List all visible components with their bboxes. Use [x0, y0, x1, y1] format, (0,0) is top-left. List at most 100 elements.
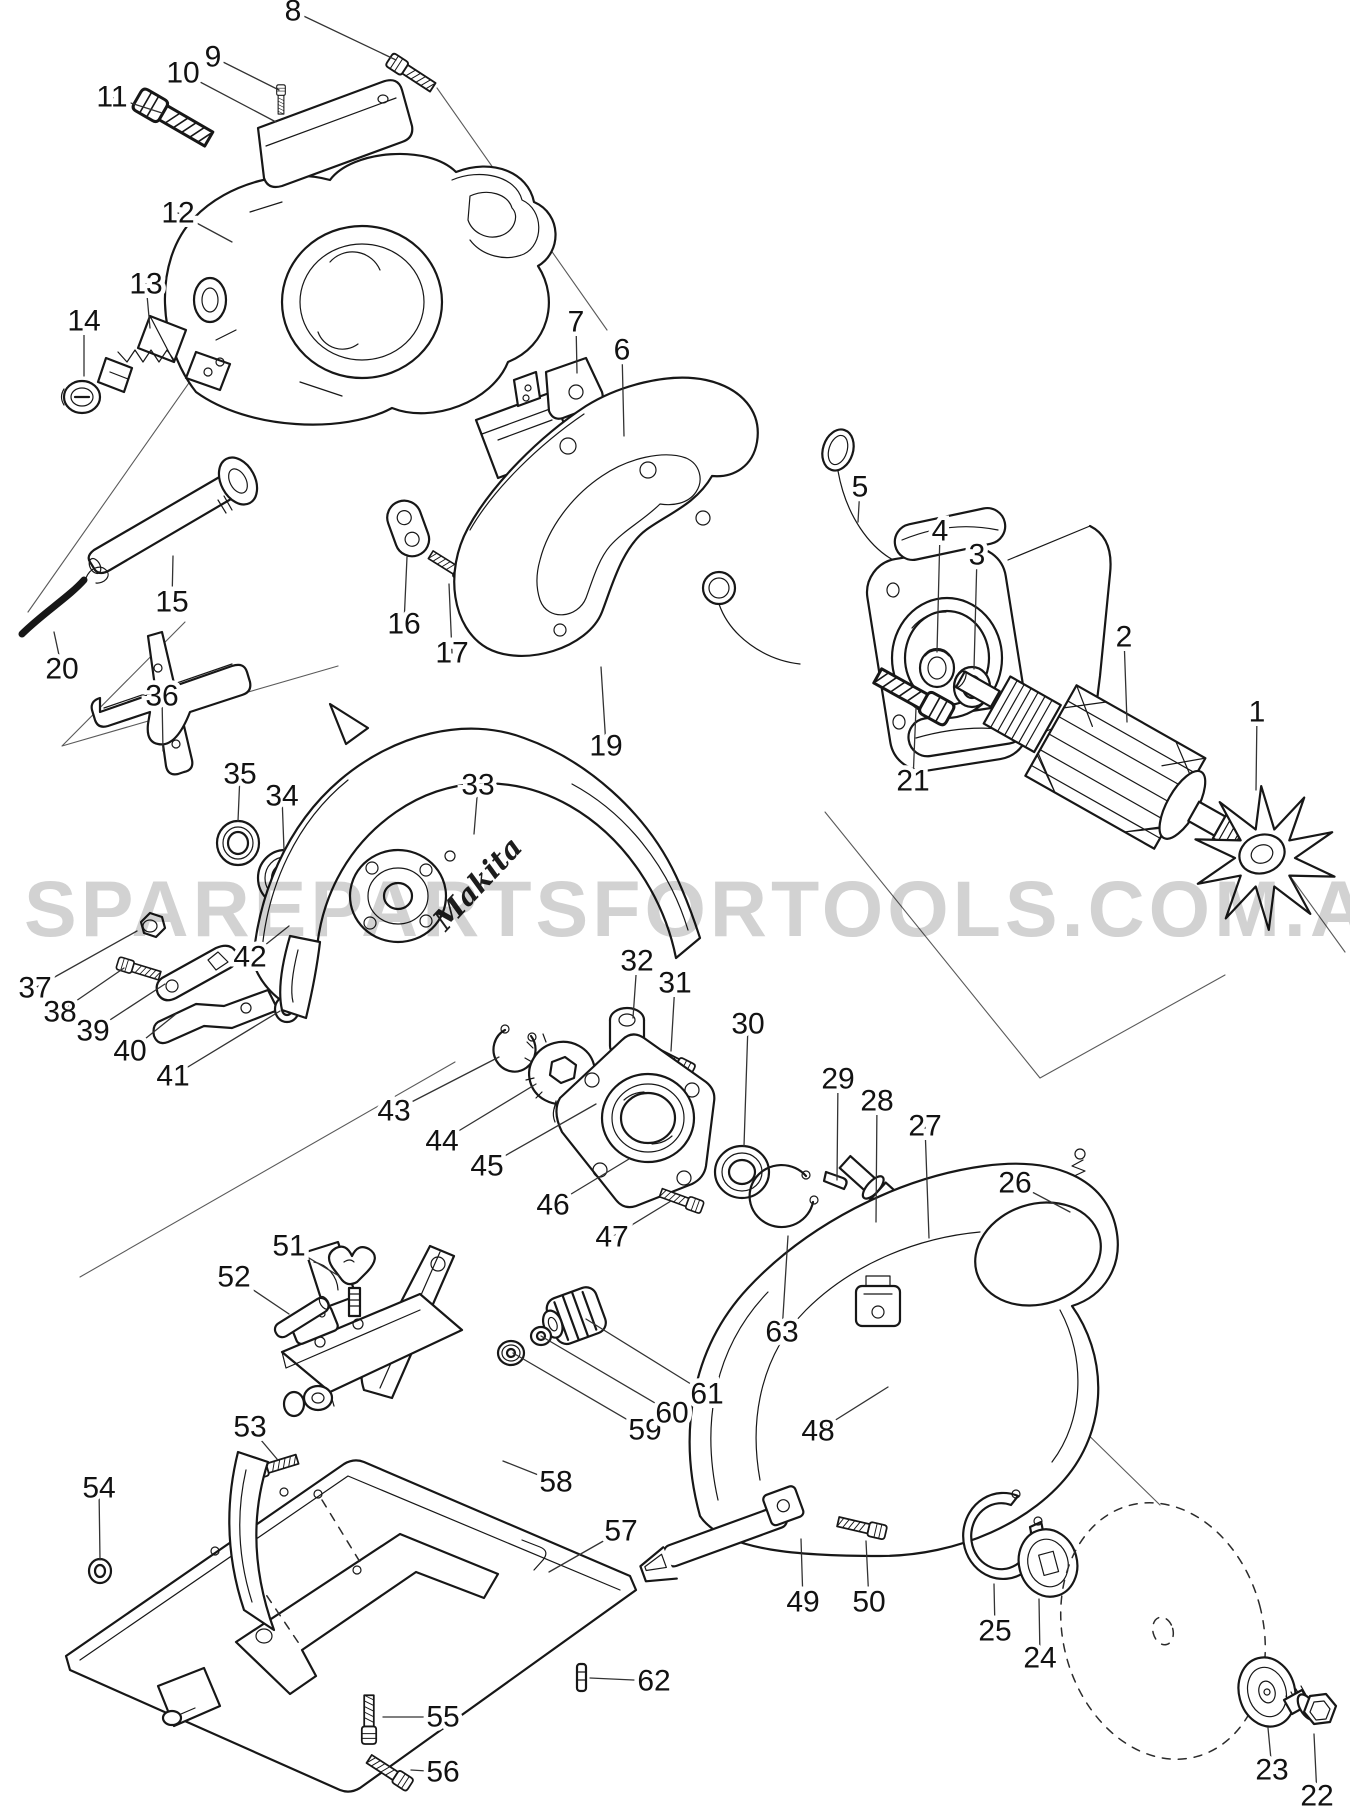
part-62-pin	[575, 1662, 588, 1693]
part-label-32: 32	[620, 945, 653, 978]
part-label-37: 37	[18, 972, 51, 1005]
part-15-cord-guard	[87, 456, 259, 575]
labels-layer: 1234567891011121314151617192021222324252…	[14, 0, 1338, 1809]
leader-line-7	[575, 321, 578, 374]
part-22-bolt	[1282, 1685, 1338, 1726]
part-label-46: 46	[536, 1189, 569, 1222]
part-label-54: 54	[82, 1472, 115, 1505]
part-1-fan	[1194, 784, 1336, 932]
part-label-51: 51	[272, 1230, 305, 1263]
part-51-wing-bolt	[327, 1245, 376, 1318]
leader-line-38	[59, 967, 125, 1013]
leader-line-54	[98, 1487, 101, 1561]
part-49-lever	[639, 1485, 805, 1583]
part-label-14: 14	[67, 305, 100, 338]
part-label-10: 10	[166, 57, 199, 90]
part-label-57: 57	[604, 1515, 637, 1548]
part-label-21: 21	[896, 765, 929, 798]
part-16-cord-clamp	[386, 499, 431, 558]
part-label-23: 23	[1255, 1754, 1288, 1787]
leader-line-21	[912, 707, 917, 782]
part-wire-rings	[701, 428, 896, 665]
leader-line-53	[249, 1426, 278, 1460]
leader-line-45	[486, 1103, 597, 1167]
part-24-inner-flange	[1017, 1528, 1079, 1598]
leader-line-30	[743, 1023, 749, 1147]
part-label-28: 28	[860, 1085, 893, 1118]
part-label-36: 36	[145, 680, 178, 713]
leader-line-44	[441, 1083, 537, 1142]
part-label-48: 48	[801, 1415, 834, 1448]
part-label-39: 39	[76, 1015, 109, 1048]
leader-line-26	[1014, 1182, 1071, 1213]
leader-line-2	[1123, 636, 1128, 723]
leader-line-28	[875, 1100, 878, 1223]
part-label-17: 17	[435, 637, 468, 670]
part-label-6: 6	[614, 334, 631, 367]
part-55-screw	[360, 1694, 378, 1745]
part-58-bracket	[280, 1240, 464, 1418]
part-label-50: 50	[852, 1586, 885, 1619]
part-label-12: 12	[161, 197, 194, 230]
part-label-20: 20	[45, 653, 78, 686]
part-label-27: 27	[908, 1110, 941, 1143]
part-label-40: 40	[113, 1035, 146, 1068]
leader-line-61	[585, 1318, 708, 1395]
part-label-59: 59	[628, 1414, 661, 1447]
part-29-key	[822, 1170, 848, 1191]
leader-line-50	[865, 1540, 870, 1603]
part-label-15: 15	[155, 586, 188, 619]
leader-line-10	[182, 72, 277, 123]
leader-line-35	[237, 773, 241, 822]
part-43-retaining-ring	[492, 1024, 537, 1073]
leader-line-23	[1267, 1727, 1273, 1771]
part-label-34: 34	[265, 780, 298, 813]
part-label-49: 49	[786, 1586, 819, 1619]
part-10-cover-plate	[256, 79, 414, 189]
leader-line-9	[212, 56, 280, 91]
part-25-retaining-ring	[962, 1489, 1045, 1581]
leader-line-31	[670, 982, 676, 1052]
part-label-52: 52	[217, 1261, 250, 1294]
part-label-11: 11	[96, 81, 127, 114]
part-label-42: 42	[233, 941, 266, 974]
leader-line-15	[171, 555, 174, 603]
part-label-47: 47	[595, 1221, 628, 1254]
part-52-pin	[273, 1295, 330, 1339]
leader-line-57	[548, 1530, 622, 1573]
leader-line-47	[611, 1200, 672, 1238]
part-label-16: 16	[387, 608, 420, 641]
part-39-link	[155, 944, 239, 1002]
leader-line-3	[973, 554, 978, 670]
part-label-25: 25	[978, 1615, 1011, 1648]
part-label-53: 53	[233, 1411, 266, 1444]
leader-line-5	[857, 486, 861, 523]
part-label-41: 41	[156, 1060, 189, 1093]
part-label-30: 30	[731, 1008, 764, 1041]
leader-line-63	[781, 1235, 789, 1333]
part-label-7: 7	[568, 306, 585, 339]
part-label-61: 61	[690, 1378, 723, 1411]
part-19-handle-cover	[453, 376, 759, 657]
leader-line-42	[249, 925, 290, 958]
part-label-26: 26	[998, 1167, 1031, 1200]
part-61-knob	[541, 1286, 607, 1346]
leader-line-19	[600, 666, 607, 747]
leader-line-58	[502, 1460, 557, 1483]
part-label-1: 1	[1249, 696, 1266, 729]
leader-line-32	[632, 960, 638, 1019]
leader-line-16	[403, 556, 408, 625]
leader-line-51	[288, 1245, 340, 1277]
leader-line-49	[800, 1538, 804, 1603]
part-label-3: 3	[969, 539, 986, 572]
part-label-60: 60	[655, 1397, 688, 1430]
part-40-lever	[152, 988, 280, 1045]
part-37-nut	[139, 911, 167, 939]
leader-line-22	[1313, 1733, 1318, 1797]
leader-line-62	[589, 1677, 655, 1682]
part-label-31: 31	[658, 967, 691, 1000]
leader-line-17	[448, 583, 453, 654]
part-label-43: 43	[377, 1095, 410, 1128]
part-label-5: 5	[852, 471, 869, 504]
